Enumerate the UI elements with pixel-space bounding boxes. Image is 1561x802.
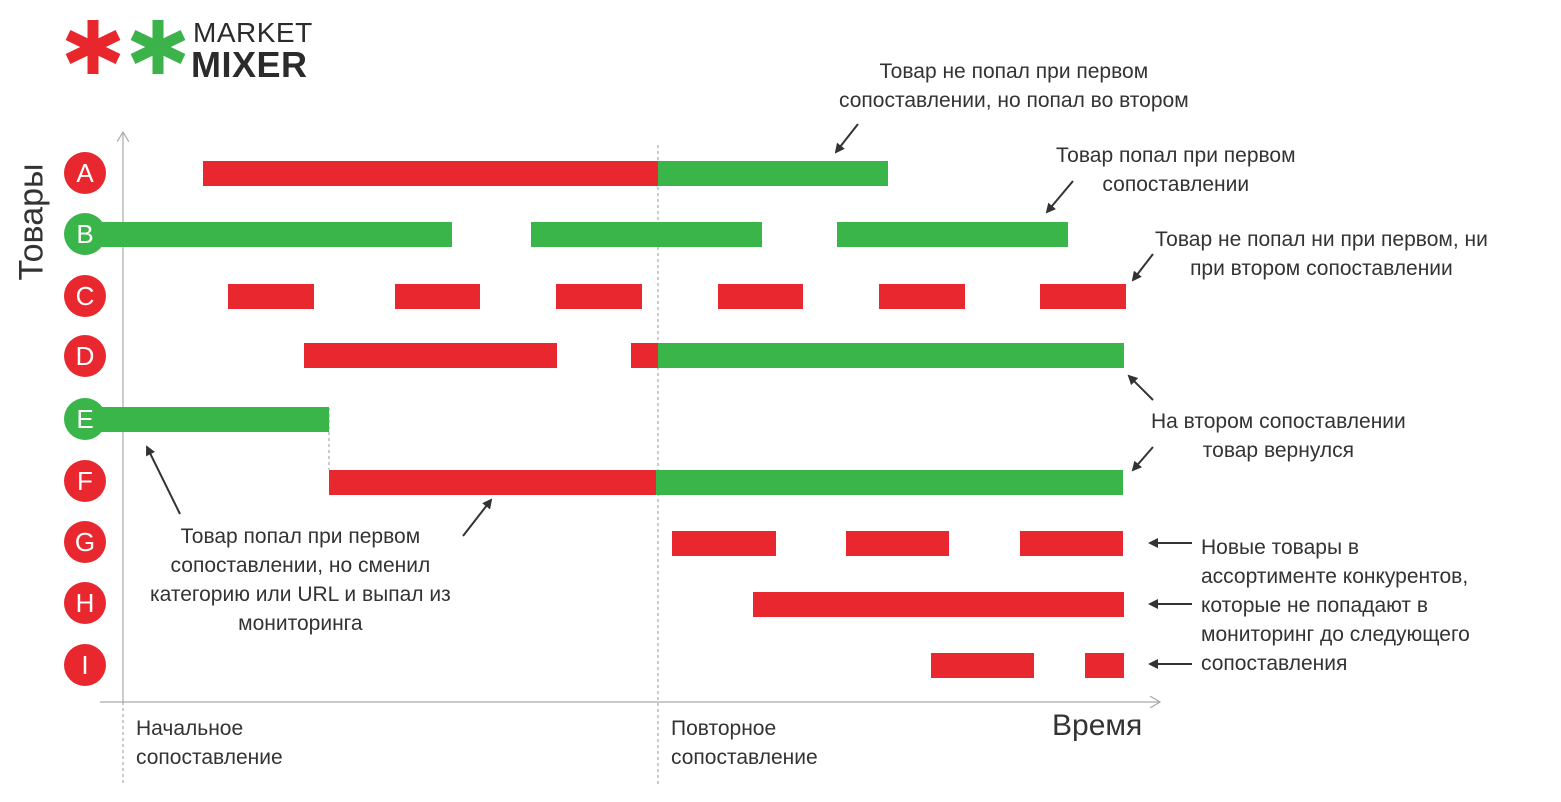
y-axis-title: Товары bbox=[12, 163, 51, 281]
bar-h-red bbox=[753, 592, 1124, 617]
repeat-matching-line1: Повторное bbox=[671, 717, 777, 740]
annotation-line: товар вернулся bbox=[1202, 439, 1354, 462]
row-label-h: H bbox=[64, 582, 106, 624]
bar-a-green bbox=[658, 161, 888, 186]
annotation-line: при втором сопоставлении bbox=[1190, 257, 1453, 280]
logo-text-mixer: MIXER bbox=[191, 44, 308, 85]
row-label-c: C bbox=[64, 275, 106, 317]
annotation-returned: На втором сопоставлении товар вернулся bbox=[1151, 407, 1406, 465]
bar-i-red-2 bbox=[1085, 653, 1124, 678]
bar-b-green-2 bbox=[531, 222, 762, 247]
repeat-matching-label: Повторное сопоставление bbox=[671, 714, 818, 772]
annotation-got-in-first: Товар попал при первом сопоставлении bbox=[1056, 141, 1296, 199]
bar-g-red-3 bbox=[1020, 531, 1123, 556]
bar-c-red-1 bbox=[228, 284, 314, 309]
logo-text-market: MARKET bbox=[193, 17, 313, 48]
market-mixer-logo: MARKET MIXER bbox=[60, 14, 320, 85]
initial-matching-label: Начальное сопоставление bbox=[136, 714, 283, 772]
arrow-to-d bbox=[1127, 374, 1154, 401]
bar-b-green-1 bbox=[88, 222, 452, 247]
annotation-new-products: Новые товары в ассортименте конкурентов,… bbox=[1201, 533, 1470, 678]
row-label-b: B bbox=[64, 213, 106, 255]
repeat-matching-line2: сопоставление bbox=[671, 746, 818, 769]
row-label-a: A bbox=[64, 152, 106, 194]
bar-e-green bbox=[88, 407, 329, 432]
bar-c-red-4 bbox=[718, 284, 803, 309]
arrow-to-c bbox=[1131, 253, 1154, 282]
annotation-line: Новые товары в bbox=[1201, 536, 1360, 559]
annotation-line: которые не попадают в bbox=[1201, 594, 1429, 617]
bar-c-red-3 bbox=[556, 284, 642, 309]
annotation-not-first-but-second: Товар не попал при первом сопоставлении,… bbox=[839, 57, 1189, 115]
annotation-line: мониторинг до следующего bbox=[1201, 623, 1470, 646]
annotation-line: Товар не попал при первом bbox=[879, 60, 1149, 83]
initial-matching-line2: сопоставление bbox=[136, 746, 283, 769]
annotation-line: сопоставлении bbox=[1102, 173, 1250, 196]
row-label-g: G bbox=[64, 521, 106, 563]
row-label-i: I bbox=[64, 644, 106, 686]
bar-i-red-1 bbox=[931, 653, 1034, 678]
bar-d-red-2 bbox=[631, 343, 658, 368]
bar-g-red-2 bbox=[846, 531, 949, 556]
x-axis-title: Время bbox=[1052, 709, 1143, 742]
arrow-to-f bbox=[1131, 446, 1154, 472]
row-label-d: D bbox=[64, 335, 106, 377]
row-label-e: E bbox=[64, 398, 106, 440]
annotation-line: мониторинга bbox=[238, 612, 363, 635]
initial-matching-line1: Начальное bbox=[136, 717, 244, 740]
annotation-line: сопоставлении, но сменил bbox=[170, 554, 431, 577]
bar-g-red-1 bbox=[672, 531, 776, 556]
annotation-line: Товар попал при первом bbox=[180, 525, 421, 548]
annotation-line: На втором сопоставлении bbox=[1151, 410, 1406, 433]
annotation-line: ассортименте конкурентов, bbox=[1201, 565, 1469, 588]
annotation-line: сопоставлении, но попал во втором bbox=[839, 89, 1189, 112]
bar-c-red-2 bbox=[395, 284, 480, 309]
bar-c-red-5 bbox=[879, 284, 965, 309]
bar-c-red-6 bbox=[1040, 284, 1126, 309]
asterisks-icon bbox=[65, 20, 186, 74]
annotation-neither: Товар не попал ни при первом, ни при вто… bbox=[1155, 225, 1488, 283]
bar-a-red bbox=[203, 161, 658, 186]
arrow-to-e bbox=[146, 445, 181, 515]
arrow-to-a bbox=[834, 123, 859, 154]
row-label-f: F bbox=[64, 460, 106, 502]
annotation-line: категорию или URL и выпал из bbox=[150, 583, 451, 606]
annotation-line: Товар не попал ни при первом, ни bbox=[1155, 228, 1488, 251]
annotation-line: сопоставления bbox=[1201, 652, 1348, 675]
bar-b-green-3 bbox=[837, 222, 1068, 247]
annotation-line: Товар попал при первом bbox=[1056, 144, 1296, 167]
arrow-to-f-red bbox=[462, 498, 493, 537]
bar-d-green bbox=[658, 343, 1124, 368]
annotation-changed-category: Товар попал при первом сопоставлении, но… bbox=[150, 522, 451, 638]
bar-d-red-1 bbox=[304, 343, 557, 368]
bar-f-red bbox=[329, 470, 656, 495]
bar-f-green bbox=[656, 470, 1123, 495]
arrow-to-b bbox=[1045, 180, 1074, 214]
